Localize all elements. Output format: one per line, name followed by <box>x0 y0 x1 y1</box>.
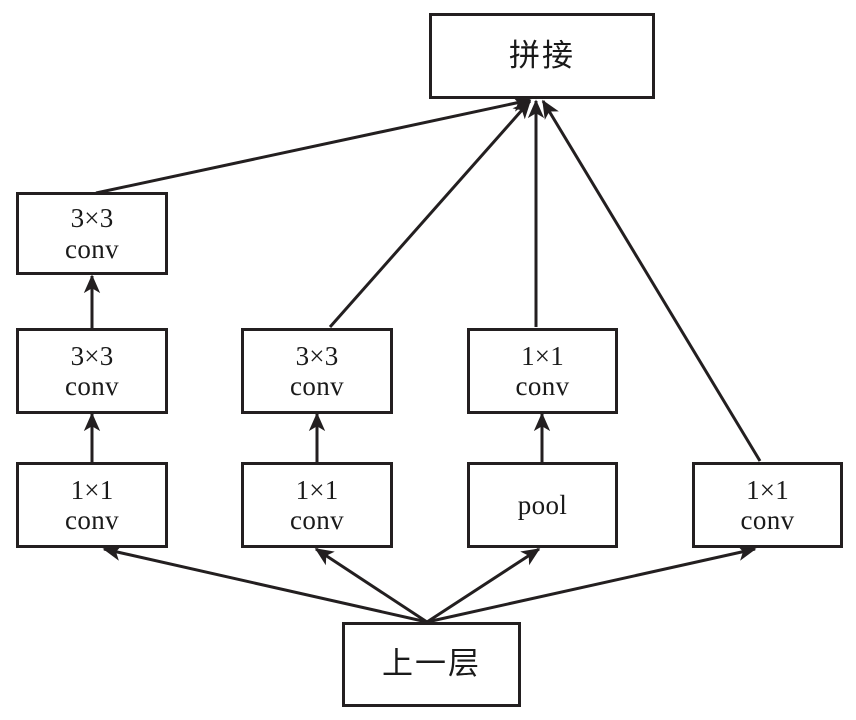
branch1-conv3x3-lower-type: conv <box>64 371 120 401</box>
branch1-conv3x3-upper-kernel: 3×3 <box>70 203 114 234</box>
edges-to-concat <box>95 95 762 462</box>
branch1-conv1x1-kernel: 1×1 <box>70 474 114 505</box>
branch4-conv1x1-type: conv <box>740 505 795 535</box>
edge-branch2-to-concat <box>328 99 532 328</box>
branch3-conv1x1-node[interactable]: 1×1 conv <box>467 328 618 414</box>
edge-prev-to-branch3 <box>426 547 541 624</box>
branch2-conv3x3-type: conv <box>289 371 345 401</box>
branch3-pool-node[interactable]: pool <box>467 462 618 548</box>
branch2-conv1x1-kernel: 1×1 <box>295 474 339 505</box>
edges-from-previous-layer <box>102 544 757 624</box>
edge-prev-to-branch2 <box>314 547 428 624</box>
branch1-conv3x3-upper-type: conv <box>64 233 120 264</box>
branch4-conv1x1-kernel: 1×1 <box>746 474 789 505</box>
branch2-conv1x1-node[interactable]: 1×1 conv <box>241 462 393 548</box>
branch3-pool-label: pool <box>517 489 568 520</box>
edge-prev-to-branch4 <box>426 544 757 624</box>
edge-prev-to-branch1 <box>102 544 428 624</box>
branch1-conv1x1-type: conv <box>64 505 120 535</box>
branch2-conv1x1-type: conv <box>289 505 345 535</box>
concat-node[interactable]: 拼接 <box>429 13 655 99</box>
branch1-conv3x3-lower-kernel: 3×3 <box>70 340 114 371</box>
concat-node-label: 拼接 <box>509 37 575 74</box>
edge-branch1-to-concat <box>95 95 532 195</box>
branch1-conv1x1-node[interactable]: 1×1 conv <box>16 462 168 548</box>
branch2-conv3x3-kernel: 3×3 <box>295 340 339 371</box>
branch1-conv3x3-lower-node[interactable]: 3×3 conv <box>16 328 168 414</box>
branch1-conv3x3-upper-node[interactable]: 3×3 conv <box>16 192 168 275</box>
branch3-conv1x1-kernel: 1×1 <box>521 340 564 371</box>
branch3-conv1x1-type: conv <box>515 371 570 401</box>
branch4-conv1x1-node[interactable]: 1×1 conv <box>692 462 843 548</box>
previous-layer-label: 上一层 <box>382 646 481 683</box>
previous-layer-node[interactable]: 上一层 <box>342 622 521 707</box>
branch2-conv3x3-node[interactable]: 3×3 conv <box>241 328 393 414</box>
